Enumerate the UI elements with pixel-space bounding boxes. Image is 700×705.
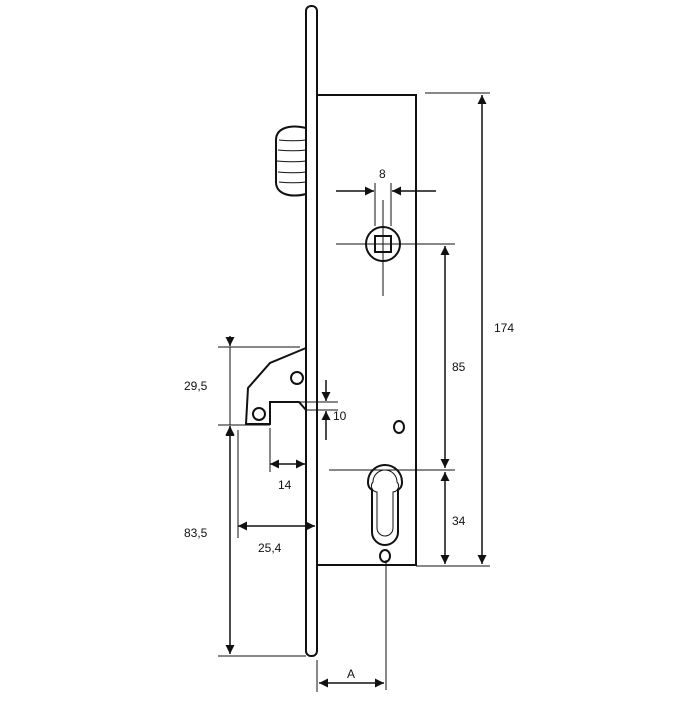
- dim-hook-throw: 14: [269, 428, 305, 492]
- dim-hook-throw-label: 14: [278, 478, 292, 492]
- dim-hook-gap: 10: [300, 380, 347, 440]
- dim-follower-width-label: 8: [379, 167, 386, 181]
- dim-backset-label: A: [347, 667, 355, 681]
- dim-cylinder-to-bottom-label: 34: [452, 514, 466, 528]
- dim-follower-width: 8: [336, 167, 436, 226]
- latch-bolt: [275, 125, 307, 197]
- dim-cylinder-to-bottom: 34: [416, 472, 466, 567]
- hook-bolt: [244, 346, 307, 425]
- dim-hook-height: 29,5: [184, 336, 300, 436]
- follower: [336, 200, 455, 296]
- faceplate: [305, 5, 318, 657]
- dim-hook-projection: 25,4: [237, 430, 315, 555]
- dim-total-height-label: 174: [494, 321, 514, 335]
- dim-total-height: 174: [425, 92, 514, 567]
- dim-hook-projection-label: 25,4: [258, 541, 282, 555]
- dim-hook-gap-label: 10: [333, 409, 347, 423]
- screw-hole-lower: [379, 549, 391, 563]
- dim-hook-to-bottom-label: 83,5: [184, 526, 208, 540]
- dim-follower-to-cylinder: 85: [440, 246, 466, 468]
- lock-case: [316, 94, 417, 566]
- dim-hook-height-label: 29,5: [184, 379, 208, 393]
- dim-hook-to-bottom: 83,5: [184, 427, 306, 657]
- screw-hole-upper: [393, 420, 405, 434]
- dim-follower-to-cylinder-label: 85: [452, 360, 466, 374]
- dim-backset: A: [316, 660, 384, 692]
- cylinder-cutout: [329, 464, 455, 690]
